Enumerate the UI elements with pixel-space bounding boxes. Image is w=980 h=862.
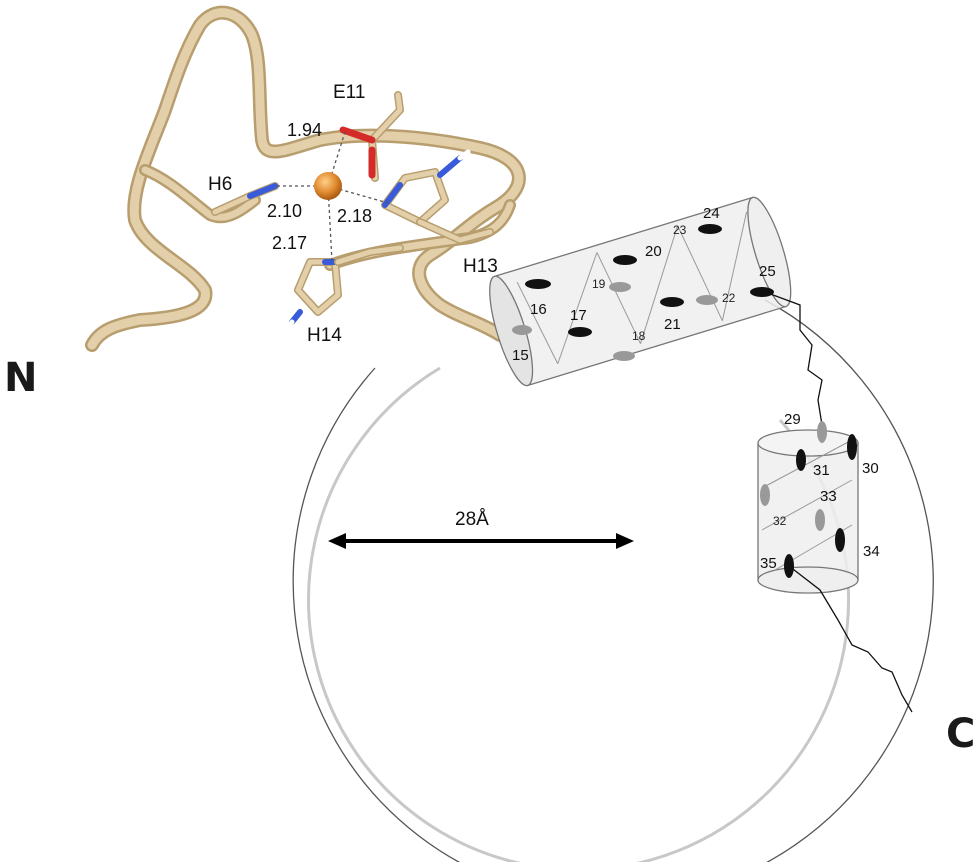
- residue-label-h14: H14: [307, 325, 342, 346]
- helix-cylinder-2: [757, 429, 859, 594]
- helix2-number-33: 33: [820, 488, 837, 505]
- helix-residue-markers-2: [760, 421, 857, 578]
- helix1-number-24: 24: [703, 205, 720, 222]
- distance-label-1: 1.94: [287, 120, 322, 140]
- linker-line-2: [788, 565, 913, 713]
- helix1-number-18: 18: [632, 329, 646, 343]
- residue-label-h13: H13: [463, 256, 498, 277]
- helix2-number-35: 35: [760, 555, 777, 572]
- helix-residue-markers-1: [512, 224, 774, 361]
- copper-ion: [314, 172, 342, 200]
- helix1-number-25: 25: [759, 263, 776, 280]
- helix2-number-30: 30: [862, 460, 879, 477]
- helix2-number-29: 29: [784, 411, 801, 428]
- helix1-number-19: 19: [592, 277, 606, 291]
- helix1-number-22: 22: [722, 291, 736, 305]
- helix1-number-15: 15: [512, 347, 529, 364]
- inner-circle: [307, 366, 850, 862]
- helix1-number-16: 16: [530, 301, 547, 318]
- helix2-number-31: 31: [813, 462, 830, 479]
- c-terminus-label: C: [946, 711, 975, 757]
- dimension-arrow: [328, 533, 634, 549]
- distance-label-4: 2.17: [272, 233, 307, 253]
- linker-line-1: [764, 291, 823, 426]
- residue-label-h6: H6: [208, 174, 232, 195]
- helix-cylinder-1: [489, 196, 792, 387]
- distance-label-2: 2.10: [267, 201, 302, 221]
- dimension-label: 28Å: [455, 509, 489, 530]
- n-terminus-label: N: [4, 355, 37, 401]
- outer-circle: [292, 299, 934, 862]
- helix1-number-23: 23: [673, 223, 687, 237]
- residue-label-e11: E11: [333, 82, 365, 103]
- helix2-number-34: 34: [863, 543, 880, 560]
- helix1-number-21: 21: [664, 316, 681, 333]
- side-chains: [211, 91, 494, 333]
- helix2-number-32: 32: [773, 514, 787, 528]
- helix1-number-20: 20: [645, 243, 662, 260]
- helix1-number-17: 17: [570, 307, 587, 324]
- distance-label-3: 2.18: [337, 206, 372, 226]
